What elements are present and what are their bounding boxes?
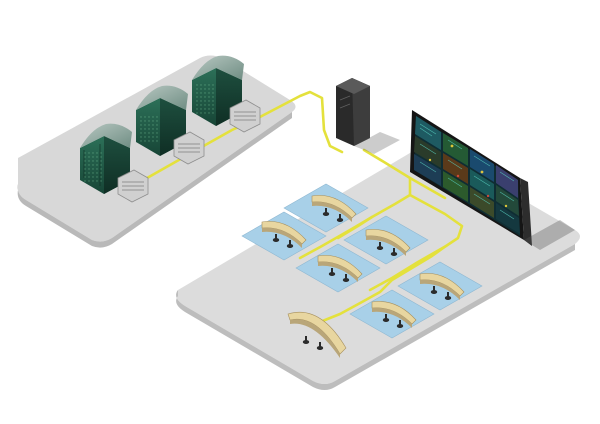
- operator-chair: [286, 240, 294, 248]
- operator-chair: [444, 292, 452, 300]
- cable-branch-1: [368, 193, 464, 292]
- network-rack: [336, 78, 400, 154]
- operator-chair: [272, 234, 280, 242]
- operator-chair: [328, 268, 336, 276]
- operator-chair: [302, 336, 310, 344]
- operator-chair: [342, 274, 350, 282]
- control-desk-2: [311, 195, 357, 222]
- control-desk-3: [317, 255, 363, 282]
- operator-chairs: [272, 208, 452, 350]
- operator-chair: [376, 242, 384, 250]
- operator-chair: [322, 208, 330, 216]
- control-desk-7: [287, 311, 347, 358]
- video-wall: [410, 110, 575, 250]
- operator-chair: [430, 286, 438, 294]
- control-desk-6: [419, 273, 465, 300]
- operator-chair: [396, 320, 404, 328]
- cable-branch-2: [336, 215, 374, 240]
- operator-chair: [336, 214, 344, 222]
- cable-branch-3: [318, 244, 448, 324]
- operator-chair: [390, 248, 398, 256]
- server-cabinet-1: [80, 123, 149, 203]
- control-desks: [261, 195, 465, 358]
- control-desk-1: [261, 221, 307, 248]
- operator-chair: [316, 342, 324, 350]
- operator-chair: [382, 314, 390, 322]
- control-desk-4: [365, 229, 411, 256]
- server-cabinet-2: [136, 85, 205, 165]
- server-cabinet-3: [192, 55, 261, 133]
- cable-rack-to-wall: [362, 148, 447, 200]
- control-desk-5: [371, 301, 417, 328]
